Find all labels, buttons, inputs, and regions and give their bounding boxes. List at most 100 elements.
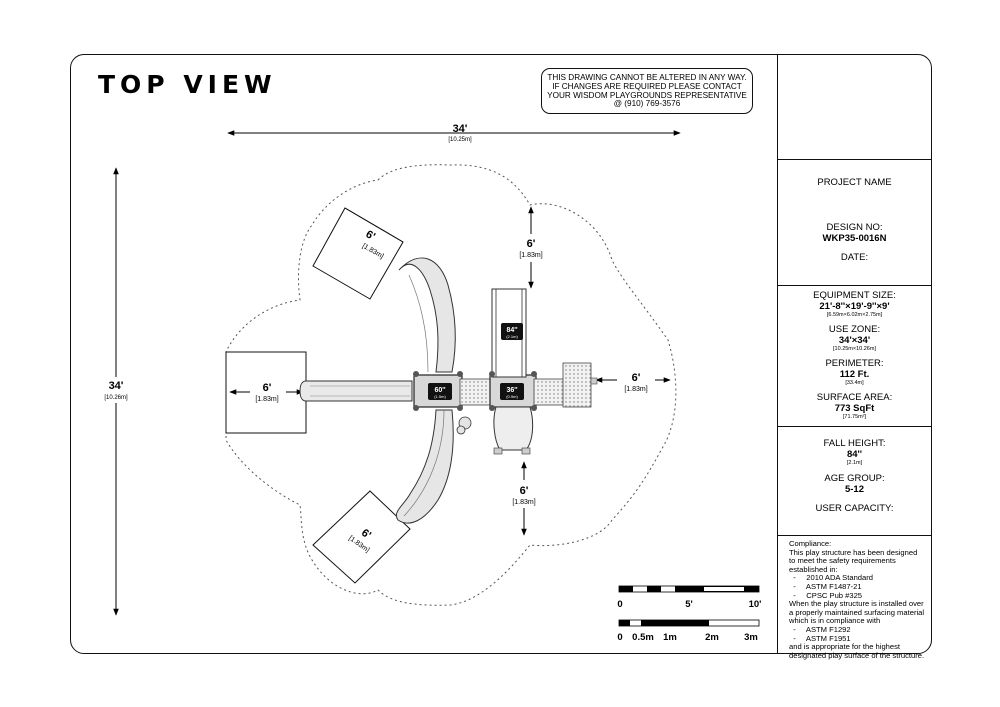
height-m-label: [10.26m] bbox=[104, 395, 128, 401]
compliance-line: - 2010 ADA Standard bbox=[789, 573, 874, 583]
deck36-height-label: 36'' (0.9m) bbox=[500, 383, 524, 400]
project-section: PROJECT NAME bbox=[779, 177, 930, 188]
compliance-line: When the play structure is installed ove… bbox=[789, 599, 924, 609]
compliance-line: which is in compliance with bbox=[789, 616, 881, 626]
scale-m-label: 3m bbox=[744, 632, 758, 643]
clearance-m-label: [1.83m] bbox=[255, 396, 278, 403]
deck36-in-label: 36'' bbox=[506, 387, 517, 394]
date-label: DATE: bbox=[840, 252, 869, 263]
post-cap bbox=[489, 371, 495, 377]
use-zone-section: USE ZONE: 34'×34' [10.25m×10.26m] bbox=[779, 324, 930, 353]
compliance-line: - ASTM F1951 bbox=[789, 633, 851, 643]
use-zone-metric: [10.25m×10.26m] bbox=[833, 346, 876, 352]
width-ft-label: 34' bbox=[453, 123, 468, 135]
compliance-line: a properly maintained surfacing material bbox=[789, 607, 925, 617]
compliance-line: and is appropriate for the highest bbox=[789, 642, 901, 652]
bridge-walkway bbox=[459, 378, 493, 406]
scale-ft-label: 0 bbox=[617, 599, 622, 610]
tube-slide-lower bbox=[396, 409, 454, 524]
compliance-line: Compliance: bbox=[789, 539, 832, 548]
page-title: TOP VIEW bbox=[98, 70, 277, 99]
post-cap bbox=[531, 405, 537, 411]
project-name-label: PROJECT NAME bbox=[817, 177, 892, 188]
deck60-in-label: 60'' bbox=[434, 387, 445, 394]
scale-bar-meters: 0 0.5m 1m 2m 3m bbox=[617, 619, 760, 643]
post-cap bbox=[413, 405, 419, 411]
deck36-m-label: (0.9m) bbox=[506, 394, 518, 399]
fall-height-label: FALL HEIGHT: bbox=[823, 438, 886, 449]
alteration-notice: THIS DRAWING CANNOT BE ALTERED IN ANY WA… bbox=[541, 68, 753, 114]
surface-area-value: 773 SqFt bbox=[834, 403, 875, 414]
scale-ft-label: 10' bbox=[749, 599, 762, 610]
equipment-size-section: EQUIPMENT SIZE: 21'-8''×19'-9''×9' [6.59… bbox=[779, 290, 930, 319]
surface-area-section: SURFACE AREA: 773 SqFt [71.75m²] bbox=[779, 392, 930, 421]
design-no-label: DESIGN NO: bbox=[826, 222, 883, 233]
deck60-m-label: (1.5m) bbox=[434, 394, 446, 399]
post-cap bbox=[531, 371, 537, 377]
equipment-size-metric: [6.59m×6.02m×2.75m] bbox=[826, 312, 883, 318]
clearance-bottom-dimension: 6' [1.83m] bbox=[505, 461, 543, 536]
title-block-divider bbox=[777, 54, 778, 654]
clearance-ft-label: 6' bbox=[632, 372, 641, 384]
width-m-label: [10.25m] bbox=[448, 137, 472, 143]
post-cap bbox=[457, 405, 463, 411]
surface-area-label: SURFACE AREA: bbox=[816, 392, 893, 403]
scale-m-label: 0.5m bbox=[632, 632, 654, 643]
clearance-ft-label: 6' bbox=[520, 485, 529, 497]
step-panel bbox=[562, 362, 592, 408]
notice-line: YOUR WISDOM PLAYGROUNDS REPRESENTATIVE bbox=[547, 90, 747, 100]
use-zone-outline bbox=[225, 164, 677, 606]
ladder84-m-label: (2.1m) bbox=[506, 334, 518, 339]
perimeter-label: PERIMETER: bbox=[825, 358, 884, 369]
fall-height-section: FALL HEIGHT: 84'' [2.1m] bbox=[779, 438, 930, 467]
post-cap bbox=[413, 371, 419, 377]
clearance-right-dimension: 6' [1.83m] bbox=[595, 367, 671, 395]
notice-line: THIS DRAWING CANNOT BE ALTERED IN ANY WA… bbox=[547, 73, 747, 82]
age-group-label: AGE GROUP: bbox=[824, 473, 885, 484]
title-block-line bbox=[777, 426, 932, 427]
scale-m-label: 0 bbox=[617, 632, 622, 643]
panel-roundel bbox=[456, 425, 466, 435]
platform-right bbox=[533, 378, 565, 406]
fall-height-metric: [2.1m] bbox=[846, 460, 863, 466]
compliance-line: This play structure has been designed bbox=[789, 547, 918, 557]
scale-m-label: 1m bbox=[663, 632, 677, 643]
clearance-ft-label: 6' bbox=[527, 238, 536, 250]
notice-line: IF CHANGES ARE REQUIRED PLEASE CONTACT bbox=[552, 81, 742, 91]
user-capacity-label: USER CAPACITY: bbox=[815, 503, 894, 514]
title-block-line bbox=[777, 285, 932, 286]
clearance-m-label: [1.83m] bbox=[519, 252, 542, 259]
compliance-line: - CPSC Pub #325 bbox=[789, 590, 863, 600]
age-group-section: AGE GROUP: 5-12 bbox=[779, 473, 930, 495]
title-block-line bbox=[777, 535, 932, 536]
play-structure bbox=[299, 257, 598, 524]
clearance-ft-label: 6' bbox=[263, 382, 272, 394]
user-capacity-section: USER CAPACITY: bbox=[779, 503, 930, 514]
date-section: DATE: bbox=[779, 252, 930, 263]
post-cap bbox=[489, 405, 495, 411]
clearance-zone-upper-left: 6' [1.83m] bbox=[312, 207, 404, 300]
use-zone-label: USE ZONE: bbox=[828, 324, 881, 335]
ladder84-in-label: 84'' bbox=[506, 327, 517, 334]
clearance-m-label: [1.83m] bbox=[512, 499, 535, 506]
age-group-value: 5-12 bbox=[844, 484, 864, 495]
title-block-line bbox=[777, 159, 932, 160]
clearance-zone-left: 6' [1.83m] bbox=[225, 351, 307, 434]
compliance-line: established in: bbox=[789, 564, 838, 574]
perimeter-section: PERIMETER: 112 Ft. [33.4m] bbox=[779, 358, 930, 387]
compliance-line: - ASTM F1487-21 bbox=[789, 581, 862, 591]
use-zone-value: 34'×34' bbox=[838, 335, 871, 346]
ladder84-height-label: 84'' (2.1m) bbox=[501, 323, 523, 340]
clearance-zone-lower-left: 6' [1.83m] bbox=[312, 490, 411, 584]
design-no-section: DESIGN NO: WKP35-0016N bbox=[779, 222, 930, 244]
straight-slide-left bbox=[299, 380, 413, 402]
deck60-height-label: 60'' (1.5m) bbox=[428, 383, 452, 400]
scale-ft-label: 5' bbox=[685, 599, 693, 610]
equipment-size-label: EQUIPMENT SIZE: bbox=[813, 290, 896, 301]
scale-m-label: 2m bbox=[705, 632, 719, 643]
perimeter-value: 112 Ft. bbox=[839, 369, 870, 380]
notice-line: @ (910) 769-3576 bbox=[613, 99, 681, 109]
design-no-value: WKP35-0016N bbox=[822, 233, 887, 244]
tube-slide-upper bbox=[398, 257, 456, 373]
